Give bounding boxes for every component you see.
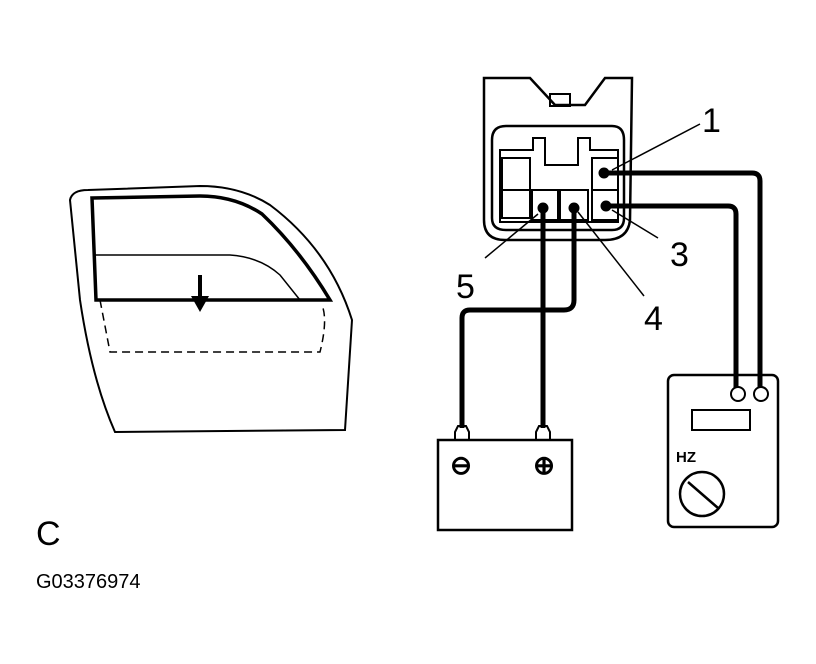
callout-leaders [484,123,701,297]
callout-4: 4 [644,300,663,338]
meter-mode-label: HZ [676,449,696,466]
battery-positive-terminal: ⊕ [533,450,555,480]
window-frame [90,194,334,302]
meter-jack-right [753,386,769,402]
connector [482,76,634,242]
door-outline [68,184,354,434]
leader-3 [611,209,659,239]
wire-terminal-4-to-battery-negative [459,208,577,428]
battery-negative-terminal: ⊖ [450,450,472,480]
window-glass-edge [94,254,301,301]
down-arrow-icon [191,275,209,312]
callout-5: 5 [456,268,475,306]
wire-terminal-3-to-meter [606,203,739,388]
frequency-meter: HZ [666,373,780,529]
terminal-cavity-left-lower [501,189,531,219]
connector-latch [549,93,571,107]
figure-code: G03376974 [36,571,141,593]
meter-body [666,373,780,529]
figure-letter: C [36,515,61,553]
wires [459,170,763,428]
meter-dial-pointer [687,481,719,509]
battery-case [436,438,574,532]
battery-positive-post [535,425,551,440]
battery: ⊖ ⊕ [436,425,574,532]
meter-dial [678,470,726,518]
connector-housing [482,76,634,242]
leader-1 [611,123,701,171]
meter-display [691,409,751,431]
callout-1: 1 [702,102,721,140]
wire-terminal-1-to-meter [604,170,763,388]
car-door [68,184,354,434]
leader-4 [577,211,645,297]
meter-jack-left [730,386,746,402]
terminal-cavity-left-upper [501,157,531,191]
window-lowered-outline [99,299,326,353]
leader-5 [484,213,539,259]
battery-negative-post [454,425,470,440]
connector-inner-wall [499,137,619,223]
callout-3: 3 [670,236,689,274]
